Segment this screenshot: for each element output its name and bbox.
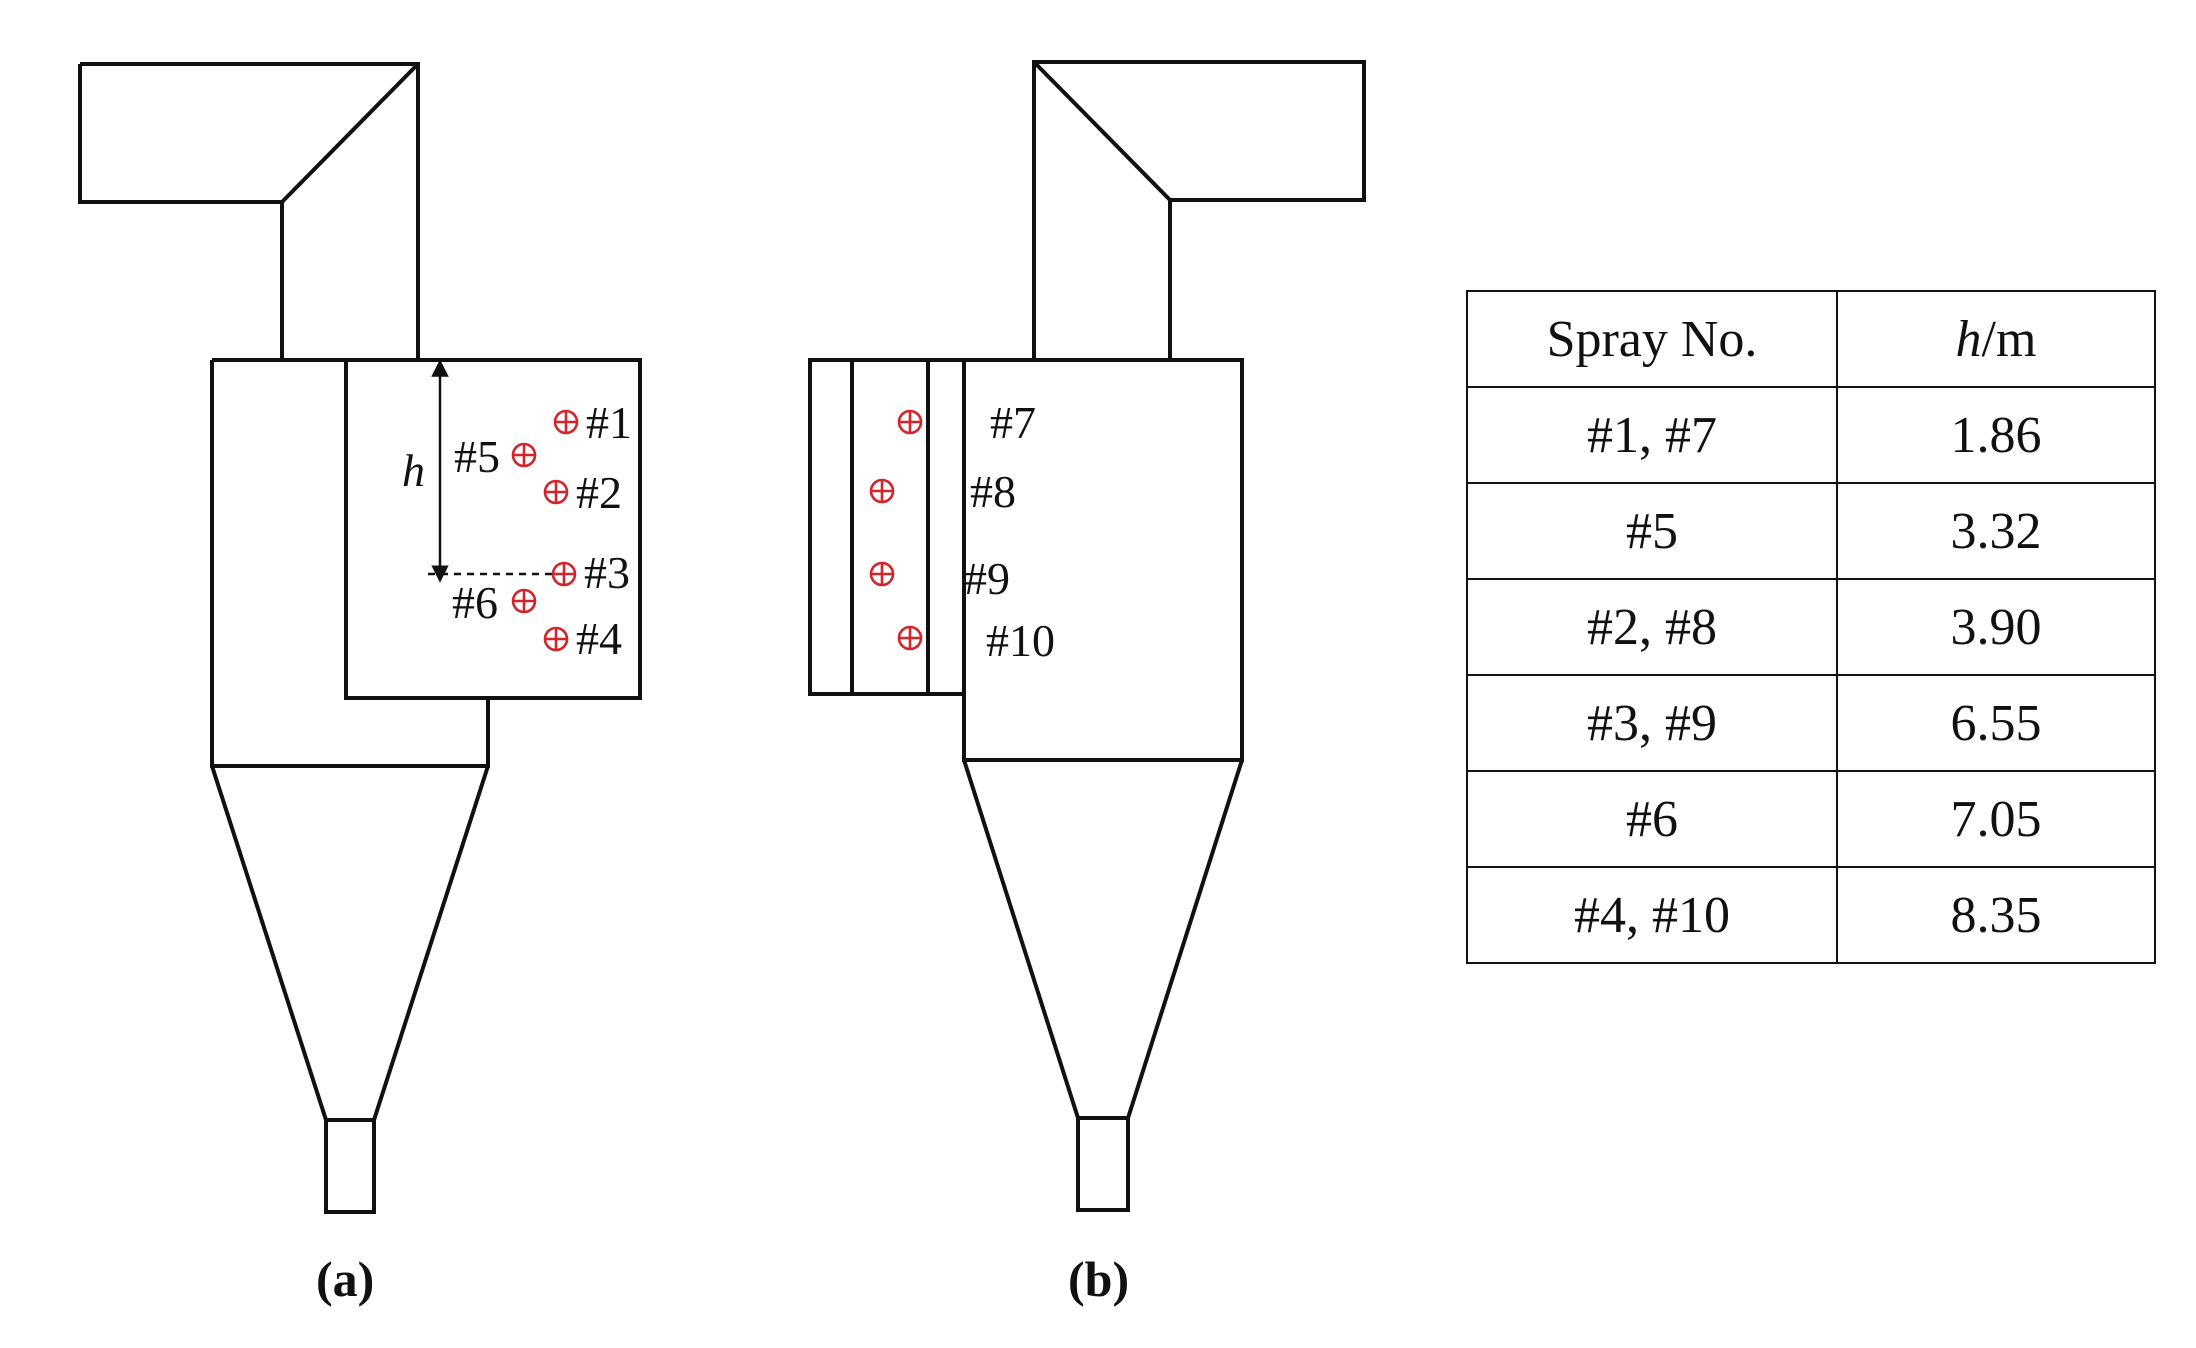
table-header-row: Spray No. h/m [1466, 290, 2156, 388]
spray-number-cell: #4, #10 [1466, 866, 1838, 964]
height-unit-header: /m [1981, 310, 2037, 368]
height-symbol: h [402, 445, 425, 496]
table-row: #5 3.32 [1466, 482, 2156, 580]
nozzle-marker [897, 625, 923, 651]
panel-a-cone [210, 765, 490, 1121]
nozzle-label: #6 [452, 577, 498, 628]
spray-number-cell: #6 [1466, 770, 1838, 868]
panel-b-outlet-duct [1032, 60, 1366, 360]
nozzle-label: #2 [576, 467, 622, 518]
column-header-spray-no: Spray No. [1466, 290, 1838, 388]
nozzle-label: #8 [970, 466, 1016, 517]
nozzle-marker [869, 478, 895, 504]
nozzle-marker [543, 626, 569, 652]
nozzle-label: #9 [964, 553, 1010, 604]
nozzle-marker [897, 409, 923, 435]
height-value-cell: 8.35 [1836, 866, 2156, 964]
height-value-cell: 3.90 [1836, 578, 2156, 676]
nozzle-label: #4 [576, 613, 622, 664]
nozzle-marker [869, 561, 895, 587]
panel-a-caption: (a) [316, 1251, 374, 1307]
panel-b-dust-outlet [1076, 1116, 1130, 1212]
panel-a-dust-outlet [324, 1118, 376, 1214]
nozzle-marker [511, 588, 537, 614]
column-header-height: h/m [1836, 290, 2156, 388]
panel-a-cyclone: h #1 #5 #2 #3 #6 #4 (a) [78, 62, 642, 1307]
nozzle-label: #5 [454, 431, 500, 482]
panel-b-cylinder [962, 358, 1244, 762]
table-row: #4, #10 8.35 [1466, 866, 2156, 964]
panel-a-inlet-box [344, 358, 642, 700]
spray-number-cell: #1, #7 [1466, 386, 1838, 484]
panel-a-outlet-duct [78, 62, 420, 360]
height-value-cell: 6.55 [1836, 674, 2156, 772]
table-row: #6 7.05 [1466, 770, 2156, 868]
height-value-cell: 7.05 [1836, 770, 2156, 868]
spray-number-cell: #3, #9 [1466, 674, 1838, 772]
panel-b-cyclone: #7 #8 #9 #10 (b) [808, 60, 1366, 1307]
panel-b-cone [962, 759, 1244, 1119]
nozzle-marker [553, 409, 579, 435]
spray-number-cell: #2, #8 [1466, 578, 1838, 676]
spray-height-table: Spray No. h/m #1, #7 1.86 #5 3.32 #2, #8… [1466, 290, 2156, 964]
table-row: #2, #8 3.90 [1466, 578, 2156, 676]
height-value-cell: 3.32 [1836, 482, 2156, 580]
height-symbol-header: h [1955, 310, 1982, 368]
table-row: #1, #7 1.86 [1466, 386, 2156, 484]
nozzle-label: #1 [586, 397, 632, 448]
nozzle-marker [543, 479, 569, 505]
panel-a-cylinder [210, 360, 490, 768]
spray-number-cell: #5 [1466, 482, 1838, 580]
nozzle-label: #10 [986, 615, 1055, 666]
panel-b-inlet [808, 358, 964, 696]
table-row: #3, #9 6.55 [1466, 674, 2156, 772]
nozzle-marker [511, 442, 537, 468]
nozzle-label: #7 [990, 397, 1036, 448]
panel-b-caption: (b) [1068, 1251, 1129, 1307]
nozzle-label: #3 [584, 547, 630, 598]
nozzle-marker [551, 561, 577, 587]
height-value-cell: 1.86 [1836, 386, 2156, 484]
